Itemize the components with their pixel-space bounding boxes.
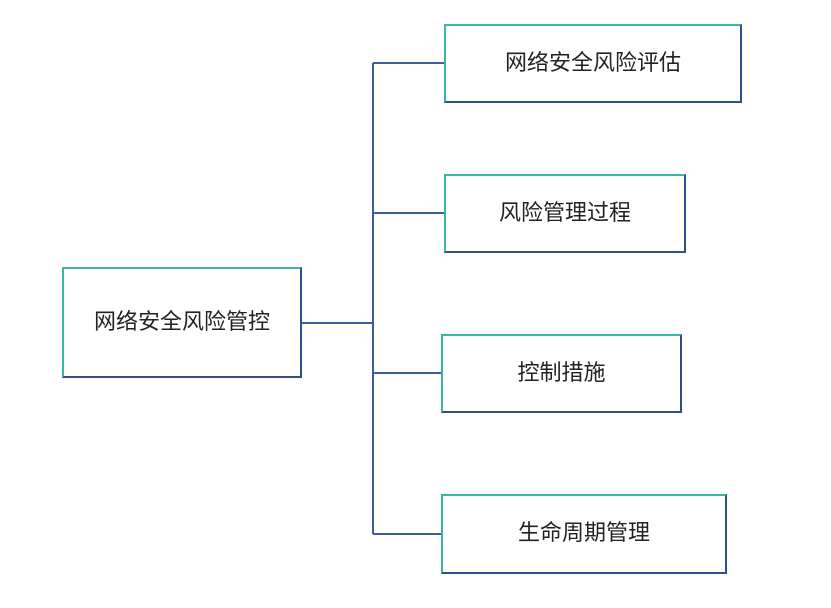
- child-node-label: 控制措施: [517, 360, 606, 386]
- child-node-label: 风险管理过程: [498, 200, 631, 226]
- child-node-control-measures: 控制措施: [441, 334, 682, 413]
- child-node-label: 网络安全风险评估: [504, 50, 681, 76]
- root-node: 网络安全风险管控: [62, 267, 302, 378]
- child-node-label: 生命周期管理: [517, 521, 650, 547]
- root-node-label: 网络安全风险管控: [93, 309, 270, 335]
- child-node-risk-management-process: 风险管理过程: [444, 174, 686, 253]
- child-node-risk-assessment: 网络安全风险评估: [444, 24, 742, 103]
- child-node-lifecycle-management: 生命周期管理: [441, 494, 727, 574]
